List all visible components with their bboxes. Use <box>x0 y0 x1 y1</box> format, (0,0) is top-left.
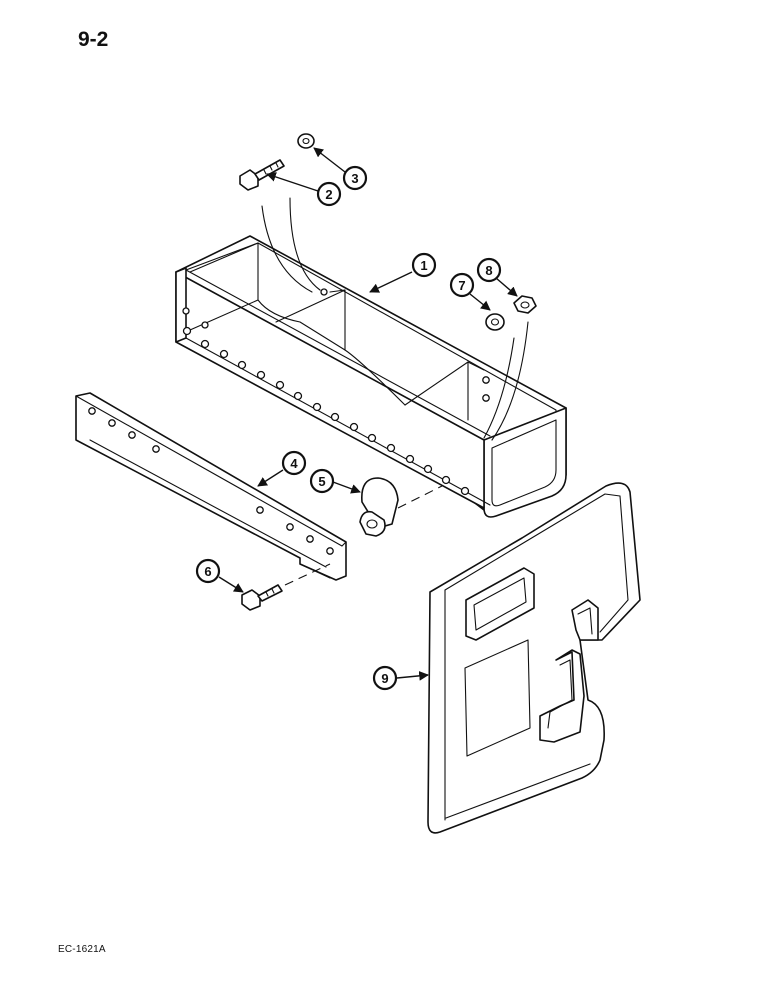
callout-label-6: 6 <box>204 564 211 579</box>
callout-label-7: 7 <box>458 278 465 293</box>
hook-part-5 <box>359 477 399 537</box>
nut-part-8 <box>513 295 537 314</box>
weight-carrier-frame <box>175 235 567 518</box>
page-number: 9-2 <box>78 28 109 51</box>
callout-8: 8 <box>476 257 518 297</box>
mounting-rail-part-4 <box>75 392 347 581</box>
washer-part-7 <box>485 313 505 331</box>
callout-2: 2 <box>266 172 342 207</box>
callout-7: 7 <box>449 272 491 311</box>
callout-4: 4 <box>257 450 307 487</box>
washer-part-3 <box>297 133 315 149</box>
callout-9: 9 <box>372 665 429 691</box>
callout-label-3: 3 <box>351 171 358 186</box>
callout-label-2: 2 <box>325 187 332 202</box>
callout-label-5: 5 <box>318 474 325 489</box>
callout-1: 1 <box>369 252 437 293</box>
callout-label-8: 8 <box>485 263 492 278</box>
callout-5: 5 <box>309 468 361 494</box>
bolt-part-2 <box>239 159 285 191</box>
suitcase-weight-part-9 <box>427 482 641 834</box>
callout-label-9: 9 <box>381 671 388 686</box>
callout-3: 3 <box>313 147 368 191</box>
frame-hole-row <box>182 288 490 496</box>
callout-label-4: 4 <box>290 456 298 471</box>
bolt-part-6 <box>241 584 283 611</box>
figure-code: EC-1621A <box>58 944 106 955</box>
callout-6: 6 <box>195 558 244 593</box>
callout-label-1: 1 <box>420 258 427 273</box>
